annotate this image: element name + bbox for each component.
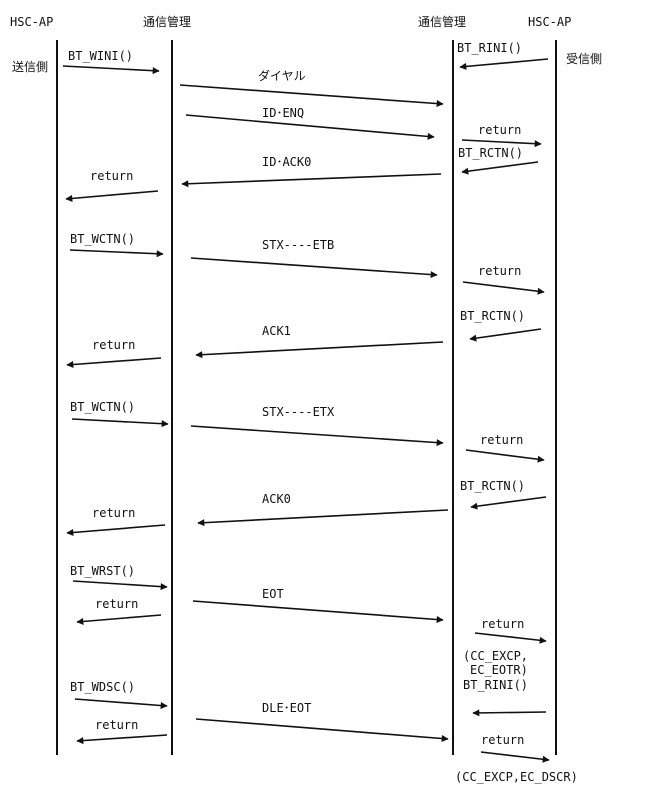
label-bt-wini: BT_WINI() — [68, 49, 133, 63]
label-return-l5: return — [95, 718, 138, 732]
arrow-return-r2 — [462, 281, 545, 295]
label-bt-rini-2: BT_RINI() — [463, 678, 528, 692]
label-stx-etb: STX----ETB — [262, 238, 334, 252]
label-return-r1: return — [478, 123, 521, 137]
arrow-return-l5 — [76, 734, 168, 745]
arrow-return-r3 — [465, 449, 545, 463]
header-left-ap: HSC-AP — [10, 15, 53, 29]
arrow-bt-wini — [62, 65, 160, 75]
header-right-ap: HSC-AP — [528, 15, 571, 29]
label-dle-eot: DLE･EOT — [262, 701, 311, 715]
label-bt-rctn-2: BT_RCTN() — [460, 309, 525, 323]
arrow-id-enq — [185, 114, 435, 140]
arrow-return-r1 — [461, 139, 542, 148]
arrow-return-l3 — [66, 524, 166, 536]
label-bt-rctn-3: BT_RCTN() — [460, 479, 525, 493]
arrow-bt-rctn-2 — [469, 328, 542, 342]
label-ack0: ACK0 — [262, 492, 291, 506]
label-id-enq: ID･ENQ — [262, 106, 304, 120]
arrow-stx-etx — [190, 425, 444, 447]
label-bt-rctn-1: BT_RCTN() — [458, 146, 523, 160]
label-bt-wctn-2: BT_WCTN() — [70, 400, 135, 414]
receiver-side-label: 受信側 — [566, 52, 602, 66]
label-bt-wdsc: BT_WDSC() — [70, 680, 135, 694]
label-return-r4: return — [481, 617, 524, 631]
note-excp-eotr-line1: (CC_EXCP, — [463, 649, 528, 663]
note-excp-eotr-line2: EC_EOTR) — [470, 663, 528, 677]
arrow-bt-rini — [459, 58, 549, 70]
arrow-ack0 — [197, 509, 449, 527]
label-dial: ダイヤル — [258, 68, 306, 83]
label-bt-wctn-1: BT_WCTN() — [70, 232, 135, 246]
note-excp-dscr: (CC_EXCP,EC_DSCR) — [455, 770, 578, 784]
label-id-ack0: ID･ACK0 — [262, 155, 311, 169]
label-return-l3: return — [92, 506, 135, 520]
label-eot: EOT — [262, 587, 284, 601]
sender-side-label: 送信側 — [12, 59, 48, 74]
label-stx-etx: STX----ETX — [262, 405, 335, 419]
label-return-r5: return — [481, 733, 524, 747]
arrow-bt-rctn-1 — [461, 161, 539, 175]
arrow-bt-wctn-1 — [69, 249, 164, 258]
label-return-l1: return — [90, 169, 133, 183]
arrow-bt-wctn-2 — [71, 418, 169, 428]
label-return-r3: return — [480, 433, 523, 447]
label-bt-rini: BT_RINI() — [457, 41, 522, 55]
label-bt-wrst: BT_WRST() — [70, 564, 135, 578]
arrow-return-l1 — [65, 190, 159, 202]
label-return-r2: return — [478, 264, 521, 278]
arrow-return-r5 — [480, 751, 550, 763]
arrow-bt-wdsc — [74, 698, 168, 710]
label-return-l4: return — [95, 597, 138, 611]
header-left-comm: 通信管理 — [143, 14, 191, 29]
label-ack1: ACK1 — [262, 324, 291, 338]
label-return-l2: return — [92, 338, 135, 352]
arrow-bt-rctn-3 — [470, 496, 547, 510]
arrow-eot — [192, 600, 444, 624]
arrow-bt-rini-2 — [472, 709, 547, 717]
arrow-return-l2 — [66, 357, 162, 369]
arrow-return-l4 — [76, 614, 162, 625]
arrow-dle-eot — [195, 718, 449, 742]
arrow-stx-etb — [190, 257, 438, 279]
arrow-return-r4 — [474, 632, 547, 644]
arrow-bt-wrst — [72, 580, 168, 591]
arrow-ack1 — [195, 341, 444, 359]
header-right-comm: 通信管理 — [418, 14, 466, 29]
arrow-id-ack0 — [181, 173, 442, 188]
arrow-dial — [179, 84, 444, 108]
